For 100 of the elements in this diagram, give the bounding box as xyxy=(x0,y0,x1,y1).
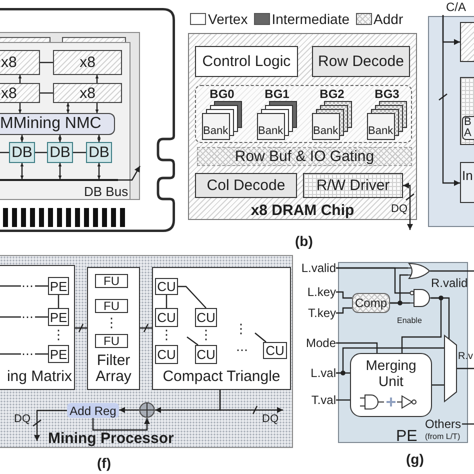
connector-line xyxy=(166,295,168,308)
component-label: PE xyxy=(50,278,68,294)
connector-line xyxy=(457,368,474,370)
connector-line xyxy=(336,291,352,299)
bank-label: Bank xyxy=(368,125,394,137)
component-label: Add Reg xyxy=(70,404,116,418)
component-label: Row Decode xyxy=(318,53,404,70)
component-label: Row Buf & IO Gating xyxy=(234,148,374,165)
cropped-label: B A xyxy=(464,117,472,139)
edge-label: DQ xyxy=(14,413,30,426)
component-label: x8 xyxy=(1,84,17,102)
component-label: Control Logic xyxy=(202,53,291,70)
arrow xyxy=(18,103,22,113)
arrow xyxy=(95,75,99,83)
logic-block xyxy=(195,173,297,198)
cropped-label: In xyxy=(462,168,473,183)
bus-name: DB Bus xyxy=(84,184,128,199)
component-label: MMining NMC xyxy=(0,115,102,133)
signal-name: Mode xyxy=(306,336,336,350)
double-arrow xyxy=(58,135,62,142)
legend-label: Vertex xyxy=(208,11,248,27)
ellipsis: ⋯ xyxy=(236,343,248,357)
connector-line xyxy=(178,286,206,308)
component-label: x8 xyxy=(1,54,17,71)
element-block xyxy=(95,274,128,288)
signal-name: L.valid xyxy=(301,261,336,275)
component-label: CU xyxy=(196,347,216,362)
arrow xyxy=(34,410,67,441)
component-label: CU xyxy=(196,310,216,325)
multiplexer xyxy=(444,335,457,402)
connector-line xyxy=(336,342,378,353)
component-label: DB xyxy=(12,144,32,161)
element-block xyxy=(95,299,128,313)
component-label: R/W Driver xyxy=(316,177,390,194)
component-label: CU xyxy=(157,310,176,325)
merging-unit-block xyxy=(350,353,432,417)
memory-chip-block xyxy=(53,83,122,103)
component-label: CU xyxy=(157,279,176,294)
unit-frame xyxy=(87,267,140,390)
connector-line xyxy=(336,399,350,401)
memory-chip-block xyxy=(0,83,40,103)
group-label: BG0 xyxy=(210,88,234,101)
connector-line xyxy=(74,323,88,333)
or-gate xyxy=(408,263,430,279)
component-label: FU xyxy=(104,274,120,288)
group-label: BG3 xyxy=(374,88,400,101)
component-label: x8 xyxy=(80,54,96,71)
panel-title: PE xyxy=(396,428,418,446)
connector-line xyxy=(336,307,352,314)
unit-frame xyxy=(152,267,291,390)
cropped-block xyxy=(460,77,474,145)
driver-block xyxy=(303,173,403,198)
ellipsis: ⋮ xyxy=(234,322,248,337)
signal-name: L.key xyxy=(307,285,336,299)
legend-label: Intermediate xyxy=(272,11,350,27)
signal-name: L.val xyxy=(310,366,336,380)
connector-line xyxy=(390,274,408,304)
connector-line xyxy=(139,323,153,333)
component-label: Comp xyxy=(354,296,387,310)
ellipsis: ⋮ xyxy=(200,328,212,343)
connector-line xyxy=(73,152,86,154)
memory-module-card xyxy=(0,8,175,232)
component-label: DB xyxy=(50,144,70,161)
cropped-panel xyxy=(428,16,474,227)
unit-title: ing Matrix xyxy=(6,368,72,385)
legend-label: Addr xyxy=(374,11,404,27)
arrow xyxy=(442,15,460,186)
memory-chip-block xyxy=(0,50,40,75)
connector-line xyxy=(432,384,444,386)
bank-label: Bank xyxy=(258,125,284,137)
panel-title: x8 DRAM Chip xyxy=(250,202,354,219)
figure-label: (f) xyxy=(97,455,111,471)
connector-line xyxy=(401,297,442,353)
bank-area-outline xyxy=(195,85,412,143)
arrow xyxy=(219,390,283,413)
connector-line xyxy=(336,267,410,294)
component-label: PE xyxy=(50,310,68,324)
arrow xyxy=(118,166,141,181)
double-arrow xyxy=(20,135,24,142)
arrow xyxy=(119,407,139,413)
connector-line xyxy=(40,62,53,64)
signal-note: Enable xyxy=(397,316,422,326)
panel-title: Mining Processor xyxy=(48,431,174,447)
figure-label: (g) xyxy=(406,451,424,467)
logic-block xyxy=(312,46,410,77)
cropped-block xyxy=(460,162,474,203)
double-arrow xyxy=(97,135,101,142)
signal-name: T.val xyxy=(311,393,336,407)
signal-name: Others xyxy=(425,418,462,431)
double-arrow xyxy=(403,182,413,230)
component-label: FU xyxy=(104,299,120,313)
signal-name: C/A xyxy=(441,0,467,15)
group-label: BG2 xyxy=(320,88,344,101)
double-arrow xyxy=(58,163,62,179)
cropped-block xyxy=(460,22,474,62)
connector-line xyxy=(430,270,474,272)
connector-line xyxy=(254,332,266,342)
arrow xyxy=(18,75,22,83)
double-arrow xyxy=(20,163,24,179)
connector-line xyxy=(40,92,53,94)
